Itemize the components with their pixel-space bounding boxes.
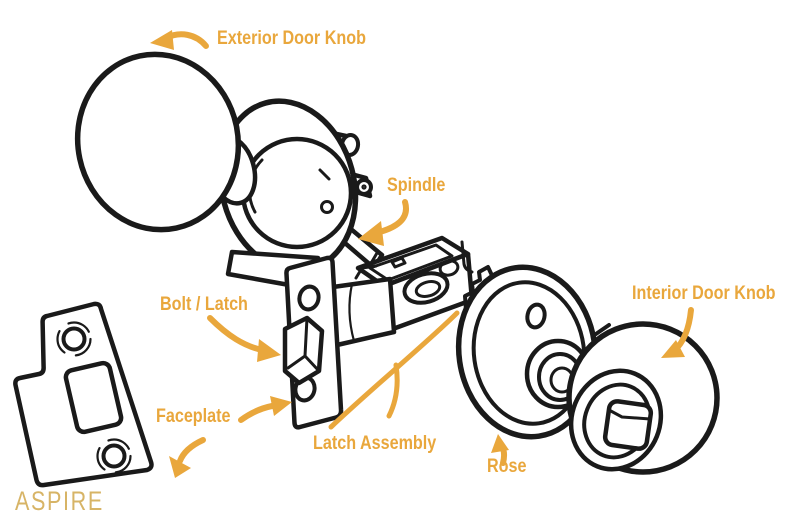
faceplate-screw-sketch-top	[56, 321, 92, 357]
label-spindle: Spindle	[387, 175, 446, 196]
bolt-latch-arrowhead	[257, 339, 281, 362]
faceplate-drawing	[13, 301, 154, 488]
latch-case-notch	[390, 256, 407, 269]
faceplate-screw-sketch-bottom	[96, 438, 132, 474]
interior-door-knob-arrowhead	[661, 340, 685, 358]
label-bolt-latch: Bolt / Latch	[160, 294, 248, 315]
latch-cam-outer	[402, 271, 450, 305]
latch-plate-screw-top	[297, 284, 321, 312]
faceplate-upper-arrowhead	[270, 396, 292, 416]
label-interior-door-knob: Interior Door Knob	[632, 283, 776, 304]
bolt-latch-drawing	[282, 315, 325, 386]
knob-lever-arm-b-cap	[355, 178, 373, 196]
latch-cylinder-shading	[348, 282, 356, 343]
knob-lever-arm-b-pin	[361, 184, 367, 190]
latch-case-opening	[368, 243, 454, 282]
knob-chassis	[240, 136, 354, 250]
bolt-latch-arrow	[207, 315, 265, 353]
latch-assembly-drawing	[282, 235, 502, 430]
latch-case-slot	[438, 259, 460, 277]
exterior-door-knob-drawing	[74, 51, 385, 291]
exterior-door-knob-arrowhead	[150, 30, 174, 50]
rose-inner-rim	[471, 280, 587, 426]
latch-wire	[460, 240, 474, 274]
faceplate-screw-hole-bottom	[101, 443, 127, 469]
rose-screw-hole	[525, 302, 547, 330]
knob-chassis-hole	[320, 200, 334, 214]
latch-cylinder	[327, 276, 397, 348]
label-exterior-door-knob: Exterior Door Knob	[217, 28, 366, 49]
annotation-arrows	[150, 30, 694, 478]
faceplate-latch-opening	[63, 360, 124, 435]
spindle-arrowhead	[358, 221, 384, 246]
label-rose: Rose	[487, 456, 527, 477]
interior-knob-button-bevel	[607, 408, 652, 421]
knob-chassis-tick	[318, 168, 331, 181]
latch-cam-inner	[414, 280, 442, 298]
latch-cylinder-step	[354, 264, 378, 280]
interior-knob-spindle-button	[602, 399, 654, 451]
label-faceplate: Faceplate	[156, 406, 231, 427]
exterior-knob-face	[74, 51, 242, 233]
faceplate-upper-arrow	[238, 403, 275, 423]
faceplate-lower-arrow	[177, 437, 206, 464]
latch-assembly-leader-branch	[386, 362, 400, 419]
bolt-wedge	[282, 315, 325, 386]
faceplate-lower-arrowhead	[169, 456, 191, 478]
label-latch-assembly: Latch Assembly	[313, 433, 437, 454]
brand-logo-text: ASPIRE	[15, 486, 104, 516]
bolt-wedge-edges	[286, 316, 321, 373]
rose-arrowhead	[491, 434, 509, 453]
interior-door-knob-drawing	[566, 321, 720, 475]
rose-drawing	[455, 264, 599, 440]
faceplate-screw-hole-top	[61, 326, 87, 352]
